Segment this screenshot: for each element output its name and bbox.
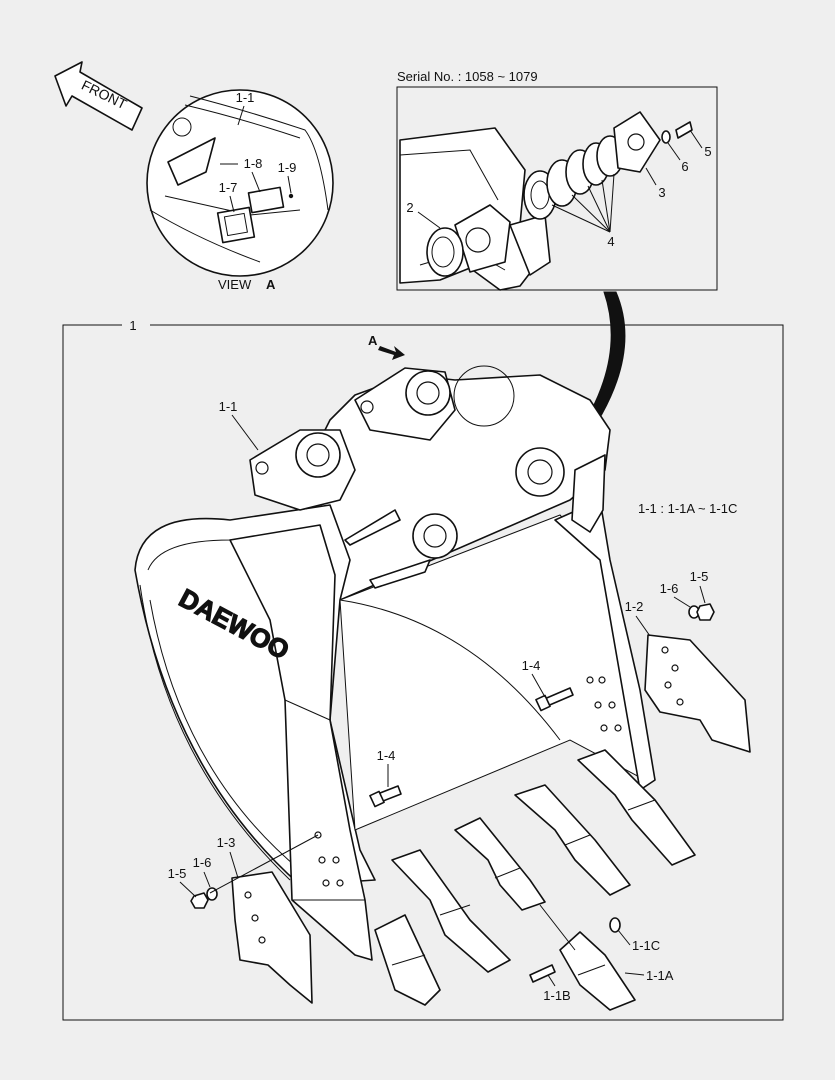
callout-1-6-right: 1-6 xyxy=(660,581,679,596)
teeth xyxy=(374,749,696,1011)
serial-inset: Serial No. : 1058 ~ 1079 2 5 6 3 xyxy=(396,69,718,291)
callout-1-1c: 1-1C xyxy=(632,938,660,953)
callout-1-5-left: 1-5 xyxy=(168,866,187,881)
callout-1-4-left: 1-4 xyxy=(377,748,396,763)
callout-arrow-a: A xyxy=(368,333,378,348)
callout-1-1: 1-1 xyxy=(219,399,238,414)
callout-view-1-7: 1-7 xyxy=(219,180,238,195)
main-frame: 1 xyxy=(62,318,784,1021)
callout-inset-5: 5 xyxy=(704,144,711,159)
callout-1-2: 1-2 xyxy=(625,599,644,614)
view-a-detail: 1-1 1-8 1-9 1-7 VIEW A xyxy=(146,89,334,292)
view-word: VIEW xyxy=(218,277,252,292)
callout-view-1-1: 1-1 xyxy=(236,90,255,105)
callout-1-1a: 1-1A xyxy=(646,968,674,983)
callout-inset-3: 3 xyxy=(658,185,665,200)
callout-inset-4: 4 xyxy=(607,234,614,249)
callout-1-6-left: 1-6 xyxy=(193,855,212,870)
main-frame-label: 1 xyxy=(129,318,136,333)
serial-number: Serial No. : 1058 ~ 1079 xyxy=(397,69,538,84)
view-letter: A xyxy=(266,277,276,292)
callout-1-1b: 1-1B xyxy=(543,988,570,1003)
range-note: 1-1 : 1-1A ~ 1-1C xyxy=(638,501,737,516)
lock-washer xyxy=(609,917,621,933)
bolts xyxy=(190,603,715,909)
side-cutter-right xyxy=(644,634,751,753)
callout-1-4-right: 1-4 xyxy=(522,658,541,673)
tooth-4 xyxy=(514,784,631,896)
side-cutter-left xyxy=(231,871,313,1004)
bucket: DAEWOO xyxy=(134,365,656,961)
arrow-a-icon xyxy=(378,346,405,360)
tooth-5 xyxy=(577,749,696,866)
callout-view-1-9: 1-9 xyxy=(278,160,297,175)
callout-inset-6: 6 xyxy=(681,159,688,174)
callout-view-1-8: 1-8 xyxy=(244,156,263,171)
callout-1-3: 1-3 xyxy=(217,835,236,850)
tooth-point-1-1a xyxy=(559,931,636,1011)
tooth-2 xyxy=(391,849,511,973)
callout-inset-2: 2 xyxy=(406,200,413,215)
tooth-1 xyxy=(374,914,441,1006)
callout-1-5-right: 1-5 xyxy=(690,569,709,584)
front-arrow: FRONT xyxy=(54,61,143,131)
lock-pin xyxy=(529,964,556,983)
tooth-3 xyxy=(454,817,546,911)
main-callouts: A 1-1 1-4 1-4 1-5 1-6 1-2 1-3 1-6 1-5 1-… xyxy=(168,333,738,1003)
